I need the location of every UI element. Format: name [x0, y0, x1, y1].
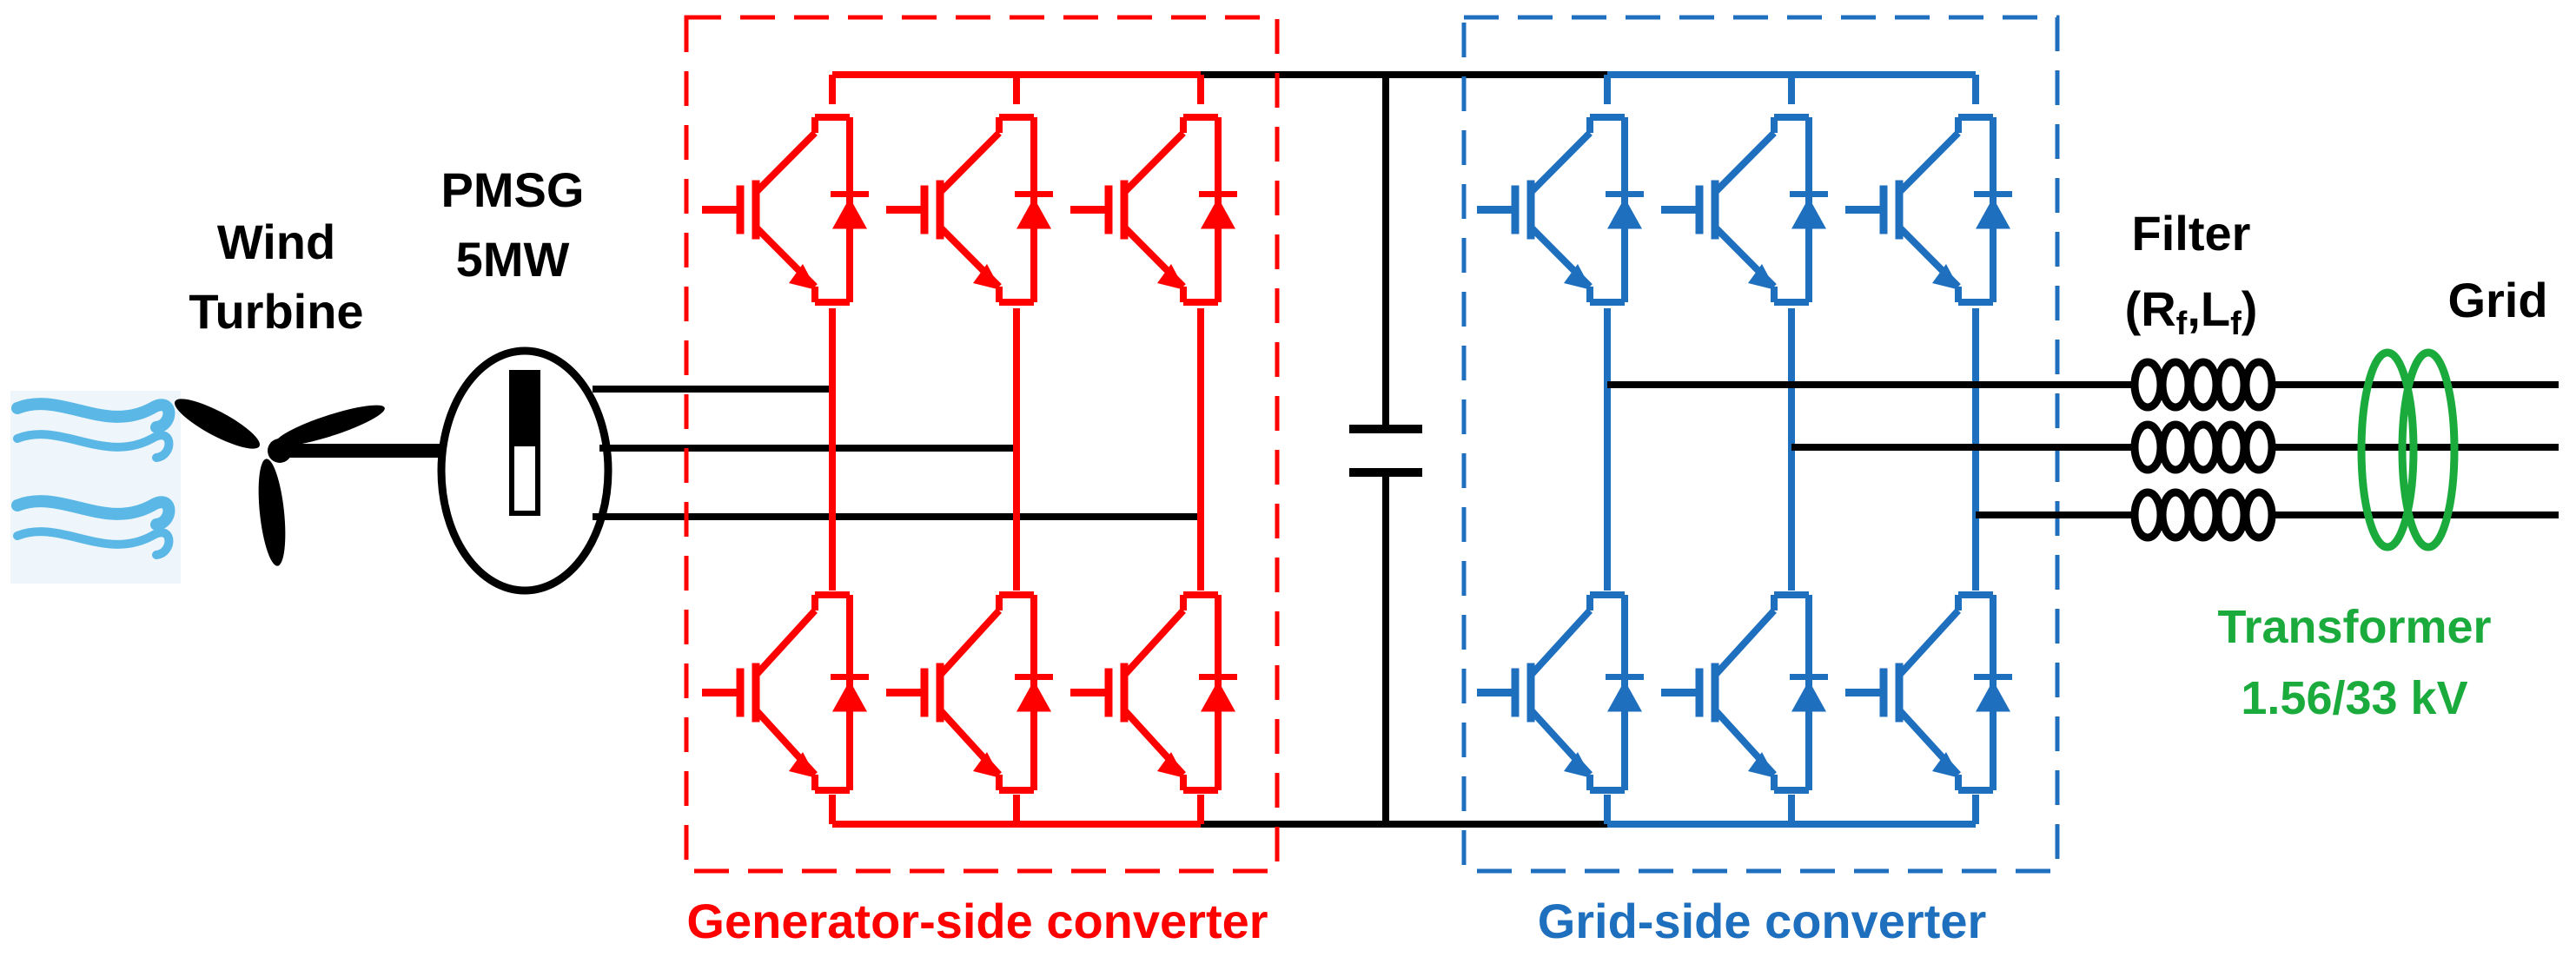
wind-turbine-label-line2: Turbine	[189, 284, 363, 339]
igbt-diode-icon	[1661, 591, 1828, 794]
igbt-diode-icon	[1070, 591, 1237, 794]
wind-turbine-label-line1: Wind	[217, 214, 335, 269]
generator-side-box	[684, 15, 1280, 874]
grid-side-converter	[1477, 71, 2012, 828]
grid-label: Grid	[2447, 273, 2547, 327]
grid-side-box	[1461, 15, 2060, 874]
igbt-diode-icon	[1661, 114, 1828, 306]
igbt-diode-icon	[886, 591, 1053, 794]
transformer-label-line1: Transformer	[2217, 601, 2491, 653]
filter-inductor-icon	[2130, 358, 2276, 542]
igbt-diode-icon	[1477, 114, 1644, 306]
pmsg-generator-icon	[437, 346, 613, 595]
pmsg-label-line2: 5MW	[456, 232, 570, 287]
filter-close-paren: )	[2242, 281, 2258, 336]
filter-inductor-coil	[2130, 358, 2276, 412]
grid-side-label: Grid-side converter	[1538, 894, 1987, 948]
igbt-diode-icon	[1477, 591, 1644, 794]
filter-lf-base: L	[2201, 281, 2230, 336]
filter-inductor-coil	[2130, 420, 2276, 474]
dc-link	[1201, 71, 1607, 828]
transformer-label-line2: 1.56/33 kV	[2241, 672, 2467, 724]
filter-open-paren: (	[2125, 281, 2142, 336]
igbt-diode-icon	[702, 114, 869, 306]
igbt-diode-icon	[1845, 114, 2012, 306]
filter-rf-base: R	[2141, 281, 2175, 336]
wind-gust-icon	[10, 391, 181, 584]
filter-rf-sub: f	[2176, 306, 2188, 342]
dc-link-capacitor-icon	[1349, 425, 1422, 477]
igbt-diode-icon	[1845, 591, 2012, 794]
filter-label-line2: (Rf,Lf)	[2125, 281, 2258, 342]
generator-side-label: Generator-side converter	[686, 894, 1268, 948]
filter-label-line1: Filter	[2132, 206, 2251, 261]
transformer-coils-icon	[2357, 348, 2459, 551]
filter-inductor-coil	[2130, 488, 2276, 542]
turbine-blades-icon	[174, 399, 385, 566]
filter-comma: ,	[2187, 281, 2201, 336]
filter-lf-sub: f	[2230, 306, 2242, 342]
igbt-diode-icon	[886, 114, 1053, 306]
generator-side-converter	[702, 71, 1237, 828]
pmsg-label-line1: PMSG	[441, 162, 585, 217]
igbt-diode-icon	[702, 591, 869, 794]
igbt-diode-icon	[1070, 114, 1237, 306]
generator-ac-lines	[593, 386, 1201, 520]
